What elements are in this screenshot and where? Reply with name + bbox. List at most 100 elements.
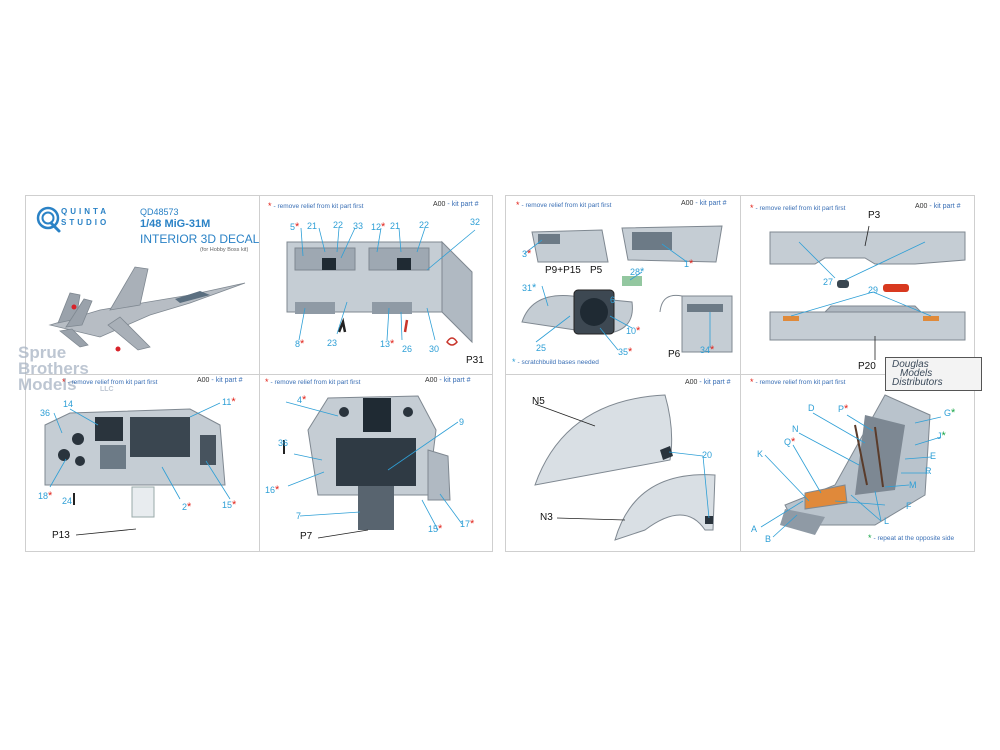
callout-label: 10* [626, 325, 641, 337]
watermark-sprue-line1: Sprue [18, 343, 67, 362]
callout-label: 21 [390, 221, 401, 231]
callout-label: 4* [297, 394, 307, 406]
watermark-sprue-line2: Brothers [18, 359, 89, 378]
kit-part-label: N3 [540, 512, 553, 523]
kit-part-legend: A00 - kit part # [681, 200, 727, 207]
callout-label: 3* [522, 248, 532, 260]
kit-part-legend: A00 - kit part # [685, 379, 731, 386]
callout-label: 21 [307, 221, 318, 231]
callout-label: K [757, 449, 764, 459]
watermark-sprue-suffix: LLC [100, 386, 114, 393]
callout-label: 26 [402, 344, 413, 354]
callout-label: 9 [459, 417, 465, 427]
cockpit-tub-drawing [286, 227, 476, 346]
callout-label: 16* [265, 484, 280, 496]
divider [740, 196, 741, 551]
divider [259, 196, 260, 551]
callout-label: 30 [429, 344, 440, 354]
kit-part-legend: A00 - kit part # [915, 203, 961, 210]
callout-label: 8* [295, 338, 305, 350]
callout-label: 7 [296, 511, 302, 521]
scratchbuild-note: *- scratchbuild bases needed [512, 357, 599, 367]
callout-label: 25 [536, 343, 547, 353]
callout-label: 28* [630, 266, 645, 278]
callout-label: R [925, 466, 932, 476]
callout-label: 27 [823, 277, 834, 287]
callout-label: M [909, 480, 917, 490]
side-consoles-drawing [521, 225, 733, 353]
kit-part-label: N5 [532, 396, 545, 407]
callout-label: 6 [610, 295, 616, 305]
callout-label: J* [937, 430, 946, 442]
product-title: INTERIOR 3D DECAL [140, 232, 260, 246]
callout-label: 1* [684, 258, 694, 270]
callout-label: 15* [222, 499, 237, 511]
product-code: QD48573 [140, 207, 179, 217]
callout-label: 36 [278, 438, 289, 448]
callout-label: 33 [353, 221, 364, 231]
callout-label: 23 [327, 338, 338, 348]
callout-label: P* [838, 403, 849, 415]
callout-label: Q* [784, 436, 796, 448]
callout-label: A [751, 524, 758, 534]
callout-label: D [808, 403, 815, 413]
aircraft-illustration [48, 266, 246, 352]
callout-label: 2* [182, 501, 192, 513]
kit-note: (for Hobby Boss kit) [200, 247, 249, 253]
cockpit-sills-drawing [769, 225, 966, 360]
kit-part-legend: A00 - kit part # [433, 201, 479, 208]
remove-relief-note: *- remove relief from kit part first [750, 203, 846, 213]
brand-name-line1: QUINTA [61, 207, 110, 216]
divider [506, 374, 974, 375]
quinta-logo-icon [36, 206, 61, 233]
callout-label: 32 [470, 217, 481, 227]
instrument-panel-drawing [44, 402, 231, 536]
watermark-douglas: Douglas Models Distributors [885, 357, 982, 391]
callout-label: 18* [38, 490, 53, 502]
kit-part-legend: A00 - kit part # [425, 377, 471, 384]
remove-relief-note: *- remove relief from kit part first [268, 201, 364, 211]
kit-part-label: P31 [466, 355, 484, 366]
callout-label: 36 [40, 408, 51, 418]
repeat-opposite-note: *- repeat at the opposite side [868, 533, 955, 543]
kit-part-legend: A00 - kit part # [197, 377, 243, 384]
remove-relief-note: *- remove relief from kit part first [516, 200, 612, 210]
kit-part-label: P5 [590, 265, 603, 276]
callout-label: 34* [700, 344, 715, 356]
remove-relief-note: *- remove relief from kit part first [750, 377, 846, 387]
callout-label: 12* [371, 221, 386, 233]
callout-label: L [884, 516, 890, 526]
callout-label: 14 [63, 399, 74, 409]
kit-part-label: P9+P15 [545, 265, 581, 276]
callout-label: 20 [702, 450, 713, 460]
callout-label: 22 [333, 220, 344, 230]
callout-label: G* [944, 407, 956, 419]
remove-relief-note: *- remove relief from kit part first [62, 377, 158, 387]
callout-label: 22 [419, 220, 430, 230]
callout-label: 29 [868, 285, 879, 295]
callout-label: 24 [62, 496, 73, 506]
kit-part-label: P20 [858, 361, 876, 372]
brand-name-line2: STUDIO [61, 218, 110, 227]
kit-part-label: P3 [868, 210, 881, 221]
center-console-drawing [283, 395, 463, 539]
kit-part-label: P13 [52, 530, 70, 541]
remove-relief-note: *- remove relief from kit part first [265, 377, 361, 387]
callout-label: 17* [460, 518, 475, 530]
ejection-seat-drawing [760, 394, 942, 538]
kit-part-label: P7 [300, 531, 313, 542]
callout-label: 15* [428, 523, 443, 535]
callout-label: 5* [290, 221, 300, 233]
kit-part-label: P6 [668, 349, 681, 360]
divider [26, 374, 492, 375]
callout-label: 35* [618, 346, 633, 358]
callout-label: E [930, 451, 937, 461]
callout-label: 13* [380, 338, 395, 350]
watermark-sprue-line3: Models [18, 375, 77, 394]
callout-label: N [792, 424, 799, 434]
canopy-drawing [534, 394, 716, 541]
callout-label: F [906, 501, 912, 511]
callout-label: 31* [522, 282, 537, 294]
scale-model: 1/48 MiG-31M [140, 218, 211, 230]
callout-label: B [765, 534, 772, 544]
